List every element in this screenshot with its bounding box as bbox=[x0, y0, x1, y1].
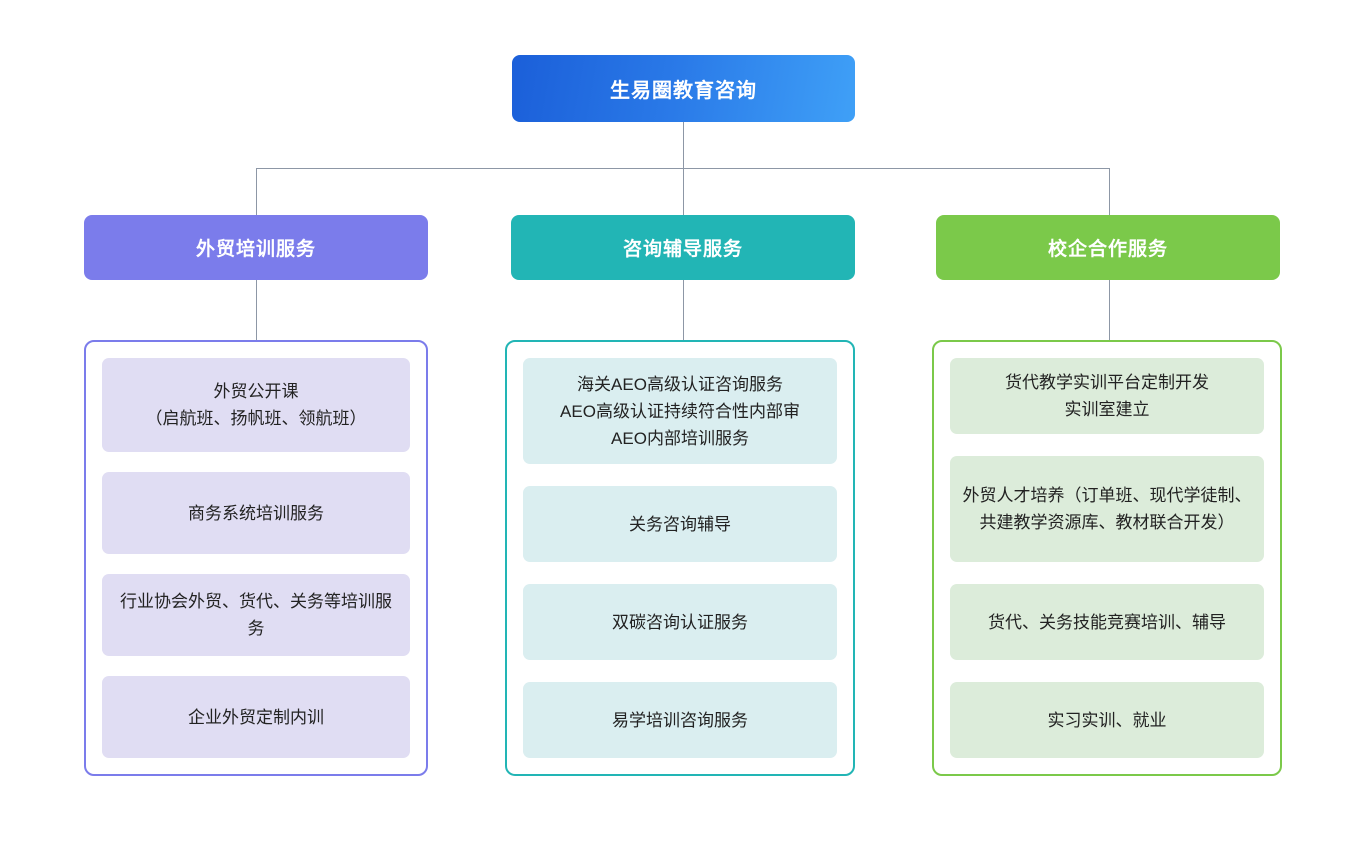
leaf-item[interactable]: 货代教学实训平台定制开发 实训室建立 bbox=[950, 358, 1264, 434]
connector-header-body-0 bbox=[256, 280, 258, 340]
connector-root-stem bbox=[683, 122, 685, 168]
connector-drop-branch-0 bbox=[256, 168, 258, 215]
branch-header-2[interactable]: 校企合作服务 bbox=[936, 215, 1280, 280]
branch-body-1: 海关AEO高级认证咨询服务 AEO高级认证持续符合性内部审 AEO内部培训服务 … bbox=[505, 340, 855, 776]
leaf-item[interactable]: 外贸公开课 （启航班、扬帆班、领航班） bbox=[102, 358, 410, 452]
leaf-item[interactable]: 货代、关务技能竞赛培训、辅导 bbox=[950, 584, 1264, 660]
branch-header-1[interactable]: 咨询辅导服务 bbox=[511, 215, 855, 280]
leaf-item[interactable]: 外贸人才培养（订单班、现代学徒制、共建教学资源库、教材联合开发） bbox=[950, 456, 1264, 562]
branch-body-0: 外贸公开课 （启航班、扬帆班、领航班） 商务系统培训服务 行业协会外贸、货代、关… bbox=[84, 340, 428, 776]
leaf-item[interactable]: 商务系统培训服务 bbox=[102, 472, 410, 554]
leaf-item[interactable]: 企业外贸定制内训 bbox=[102, 676, 410, 758]
connector-drop-branch-2 bbox=[1109, 168, 1111, 215]
branch-header-0[interactable]: 外贸培训服务 bbox=[84, 215, 428, 280]
branch-body-2: 货代教学实训平台定制开发 实训室建立 外贸人才培养（订单班、现代学徒制、共建教学… bbox=[932, 340, 1282, 776]
connector-header-body-2 bbox=[1109, 280, 1111, 340]
root-node[interactable]: 生易圈教育咨询 bbox=[512, 55, 855, 122]
leaf-item[interactable]: 实习实训、就业 bbox=[950, 682, 1264, 758]
connector-header-body-1 bbox=[683, 280, 685, 340]
leaf-item[interactable]: 关务咨询辅导 bbox=[523, 486, 837, 562]
leaf-item[interactable]: 行业协会外贸、货代、关务等培训服务 bbox=[102, 574, 410, 656]
connector-drop-branch-1 bbox=[683, 168, 685, 215]
leaf-item[interactable]: 双碳咨询认证服务 bbox=[523, 584, 837, 660]
leaf-item[interactable]: 海关AEO高级认证咨询服务 AEO高级认证持续符合性内部审 AEO内部培训服务 bbox=[523, 358, 837, 464]
leaf-item[interactable]: 易学培训咨询服务 bbox=[523, 682, 837, 758]
